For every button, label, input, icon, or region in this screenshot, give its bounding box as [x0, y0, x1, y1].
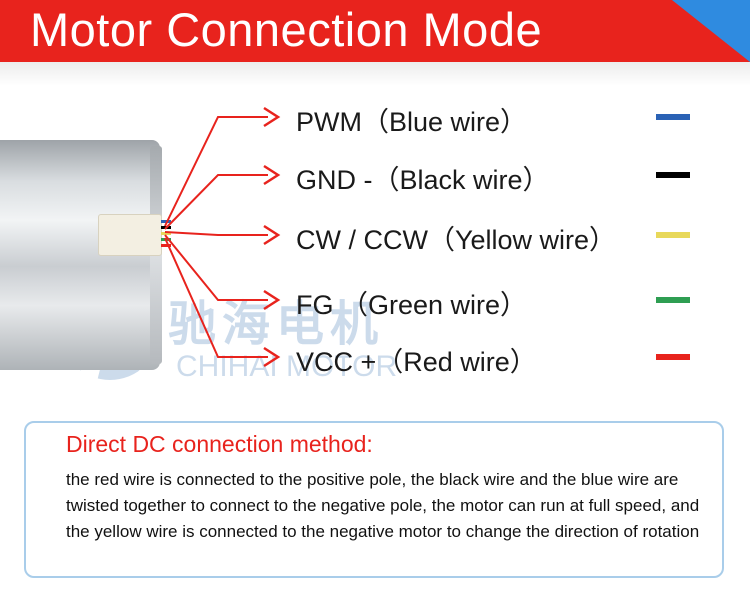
- connection-line: [164, 234, 268, 301]
- panel-text: the red wire is connected to the positiv…: [66, 470, 700, 541]
- connection-line: [164, 237, 268, 358]
- header-corner-accent: [672, 0, 750, 62]
- wire-color-swatch: [656, 354, 690, 360]
- wire-label: CW / CCW（Yellow wire）: [296, 225, 617, 255]
- arrow-head-icon: [263, 289, 281, 311]
- info-panel: Direct DC connection method: the red wir…: [24, 421, 724, 578]
- page-title: Motor Connection Mode: [30, 3, 543, 56]
- connection-line: [164, 116, 268, 227]
- wire-color-swatch: [656, 232, 690, 238]
- connector-wire-stub: [161, 220, 171, 223]
- wire-color-swatch: [656, 297, 690, 303]
- wire-label: GND -（Black wire）: [296, 165, 550, 195]
- wire-color-swatch: [656, 172, 690, 178]
- connection-line: [164, 174, 268, 230]
- wire-label: PWM（Blue wire）: [296, 107, 528, 137]
- arrow-head-icon: [263, 224, 281, 246]
- connection-line: [164, 231, 268, 236]
- wire-connector: [98, 214, 162, 256]
- header-banner: Motor Connection Mode: [0, 0, 750, 62]
- wire-label: VCC +（Red wire）: [296, 347, 537, 377]
- arrow-head-icon: [263, 106, 281, 128]
- arrow-head-icon: [263, 164, 281, 186]
- wire-color-swatch: [656, 114, 690, 120]
- header-shadow: [0, 62, 750, 86]
- panel-title: Direct DC connection method:: [66, 431, 373, 457]
- wire-label: FG （Green wire）: [296, 290, 528, 320]
- connector-wire-stub: [161, 232, 171, 235]
- watermark-english: CHIHAI MOTOR: [176, 350, 398, 383]
- arrow-head-icon: [263, 346, 281, 368]
- connector-wire-stub: [161, 244, 171, 247]
